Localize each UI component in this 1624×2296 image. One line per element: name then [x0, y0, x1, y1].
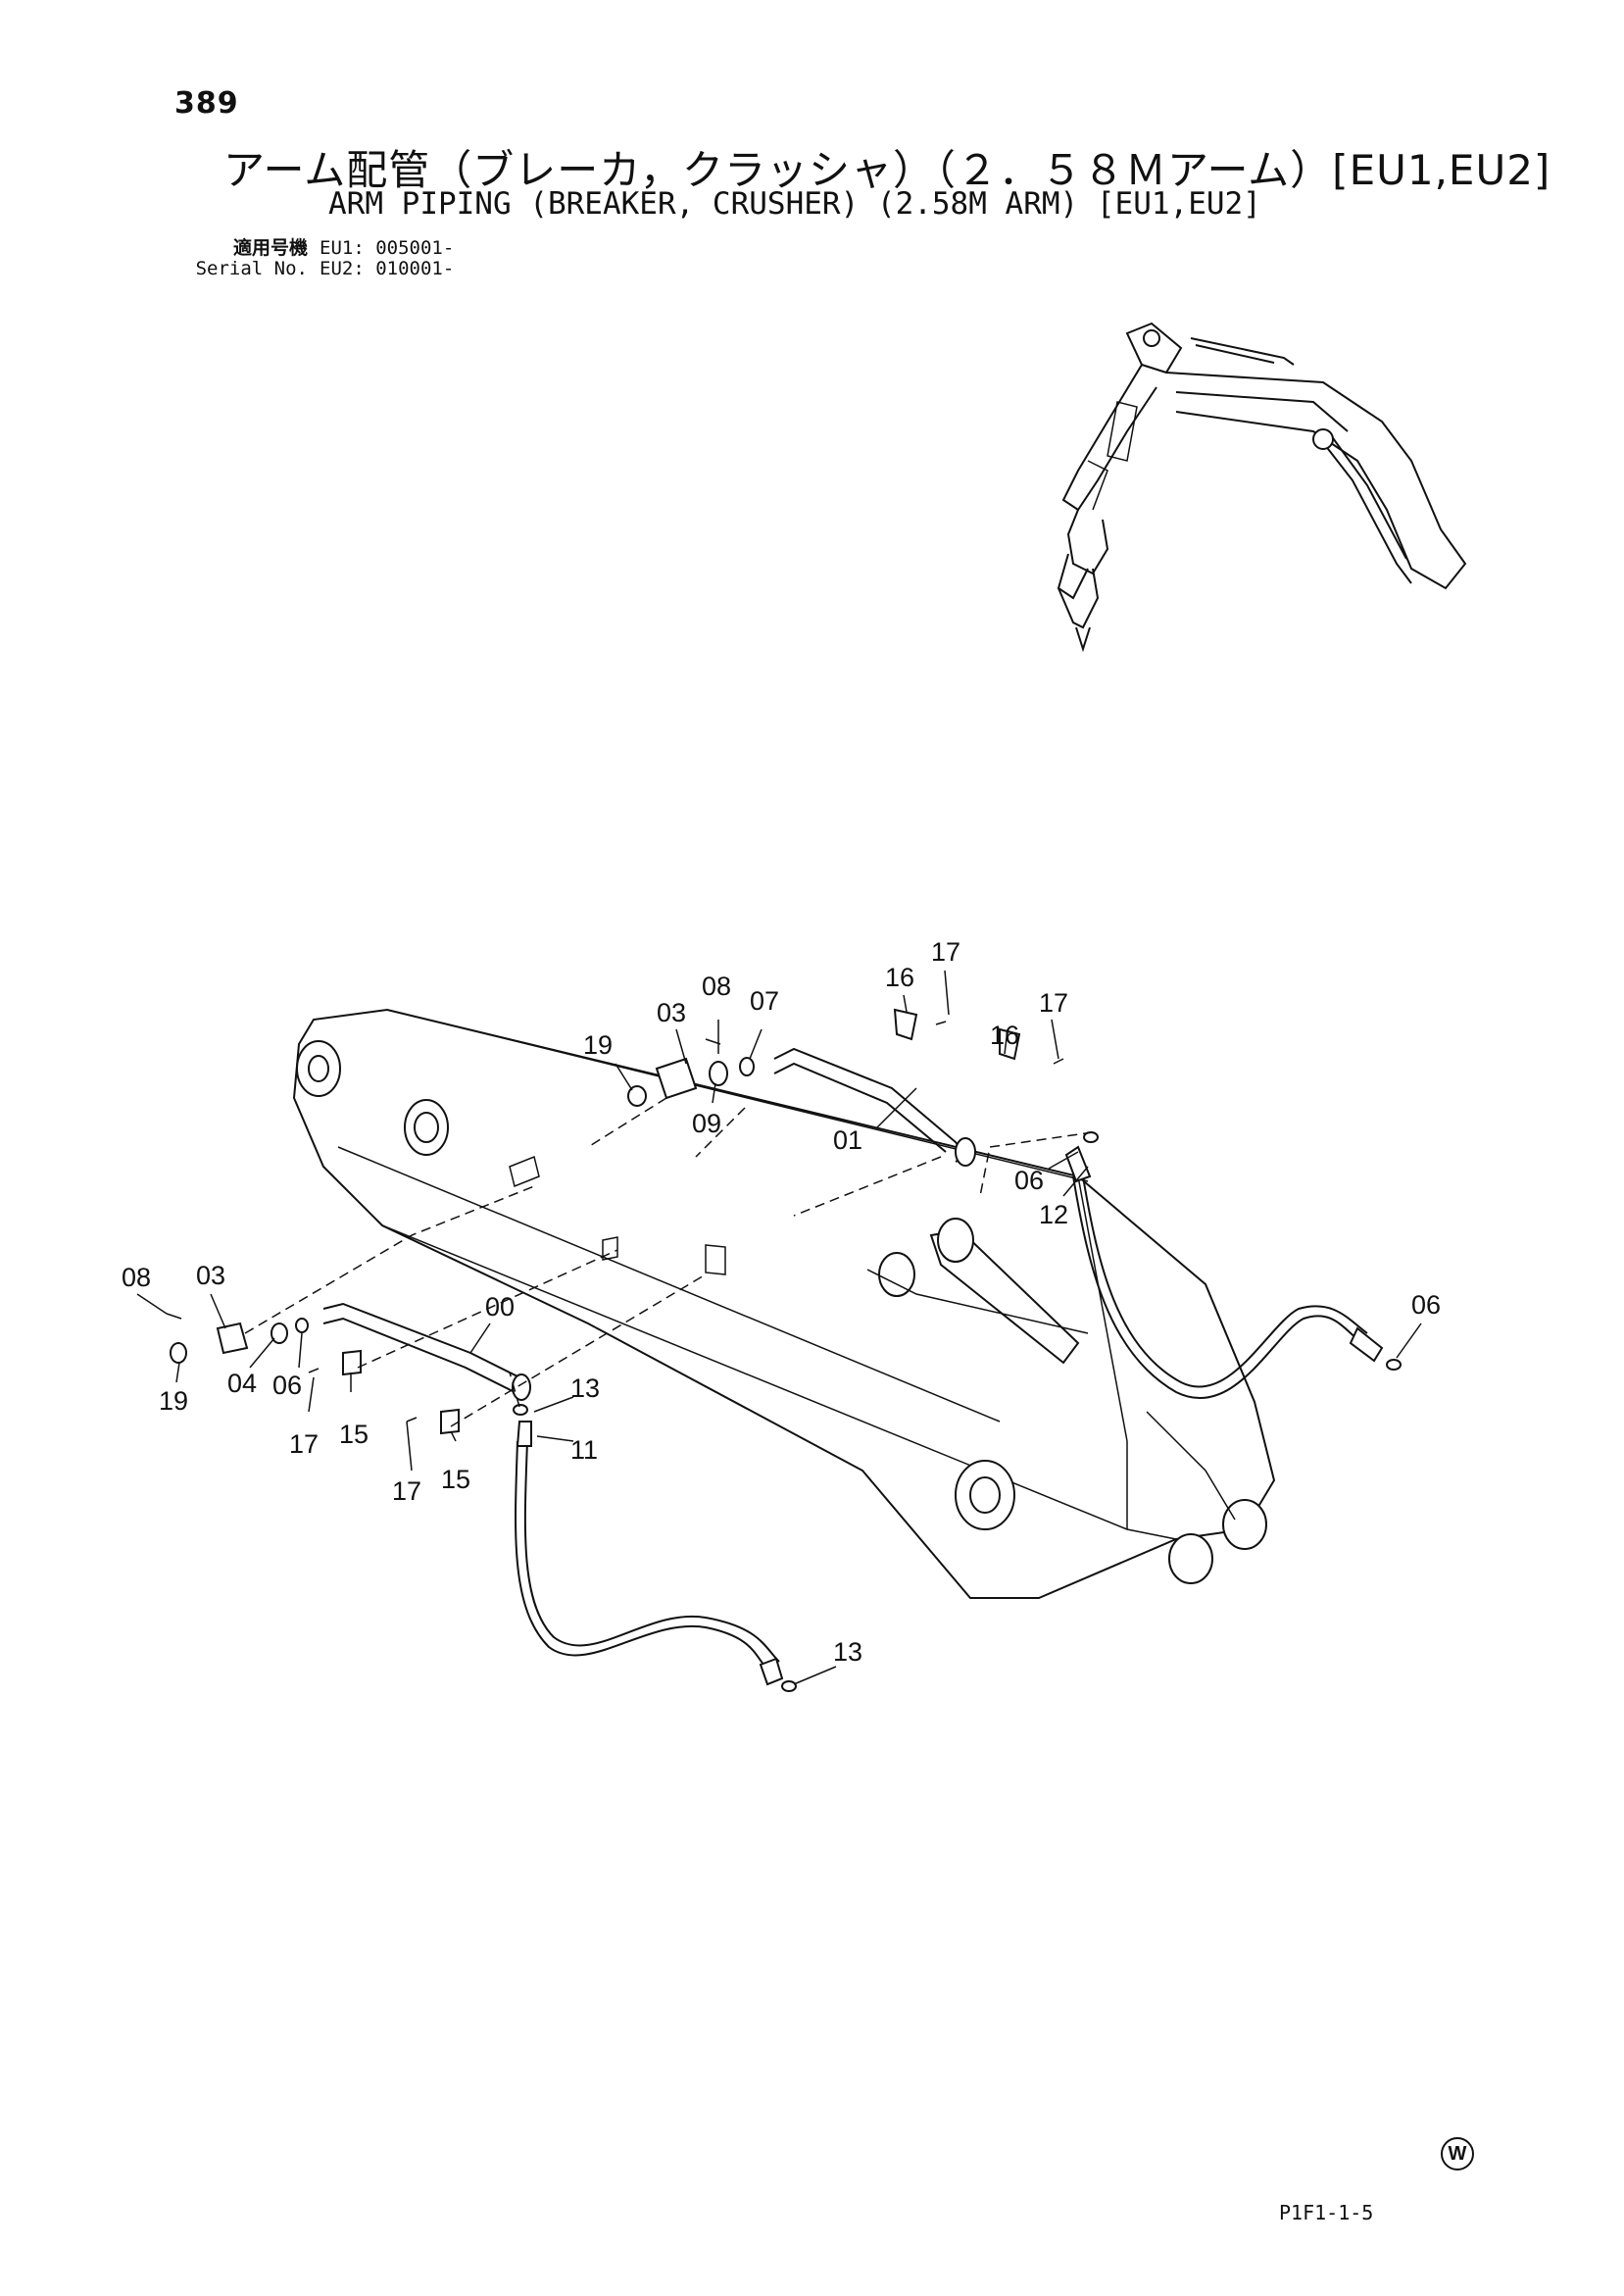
serial-label-jp: 適用号機 [232, 237, 308, 259]
callout-17-d: 17 [392, 1476, 421, 1506]
callout-12: 12 [1039, 1200, 1068, 1229]
serial-eu1: EU1: 005001- [320, 237, 455, 259]
callout-13-a: 13 [570, 1373, 600, 1403]
upper-piping-assembly [627, 1008, 1402, 1400]
callout-19-top: 19 [583, 1030, 613, 1060]
callout-17-b: 17 [1039, 988, 1068, 1018]
callout-16-b: 16 [990, 1021, 1019, 1050]
callout-08-left: 08 [122, 1263, 151, 1292]
callout-17-a: 17 [931, 937, 960, 967]
callout-06-a: 06 [1014, 1166, 1044, 1195]
serial-applicability: 適用号機 EU1: 005001- Serial No. EU2: 010001- [174, 238, 455, 279]
arm-body [292, 1008, 1276, 1599]
callout-06-b: 06 [1411, 1290, 1441, 1320]
callout-labels: 08 03 07 19 09 16 17 17 16 01 06 12 06 0… [122, 937, 1441, 1667]
callout-03-top: 03 [657, 998, 686, 1027]
callout-15-a: 15 [339, 1420, 369, 1449]
callout-04: 04 [227, 1369, 257, 1398]
serial-eu2: EU2: 010001- [320, 258, 455, 279]
callout-17-c: 17 [289, 1429, 319, 1459]
callout-03-left: 03 [196, 1261, 225, 1290]
manufacturer-w-mark: W [1441, 2137, 1474, 2171]
callout-16-a: 16 [885, 963, 914, 992]
lower-piping-assembly [166, 1302, 797, 1692]
serial-row-eu1: 適用号機 EU1: 005001- [174, 238, 454, 259]
serial-row-eu2: Serial No. EU2: 010001- [174, 258, 455, 279]
page-code: P1F1-1-5 [1279, 2201, 1374, 2224]
callout-08-top: 08 [702, 972, 731, 1001]
page-number: 389 [174, 86, 239, 121]
callout-07: 07 [750, 986, 779, 1016]
callout-19-left: 19 [159, 1386, 188, 1416]
callout-06-c: 06 [272, 1371, 302, 1400]
callout-00: 00 [485, 1292, 515, 1322]
callout-09: 09 [692, 1109, 721, 1138]
callout-11: 11 [570, 1435, 598, 1465]
callout-01: 01 [833, 1125, 862, 1155]
callout-13-b: 13 [833, 1637, 862, 1667]
serial-label-en: Serial No. [195, 258, 308, 279]
excavator-inset-illustration [1057, 322, 1467, 653]
title-english: ARM PIPING (BREAKER, CRUSHER) (2.58M ARM… [328, 186, 1261, 222]
leader-lines [136, 970, 1422, 1685]
callout-15-b: 15 [441, 1465, 470, 1494]
title-japanese: アーム配管（ブレーカ，クラッシャ）（２．５８Ｍアーム）[EU1,EU2] [223, 146, 1551, 194]
reference-lines [244, 1097, 1094, 1427]
